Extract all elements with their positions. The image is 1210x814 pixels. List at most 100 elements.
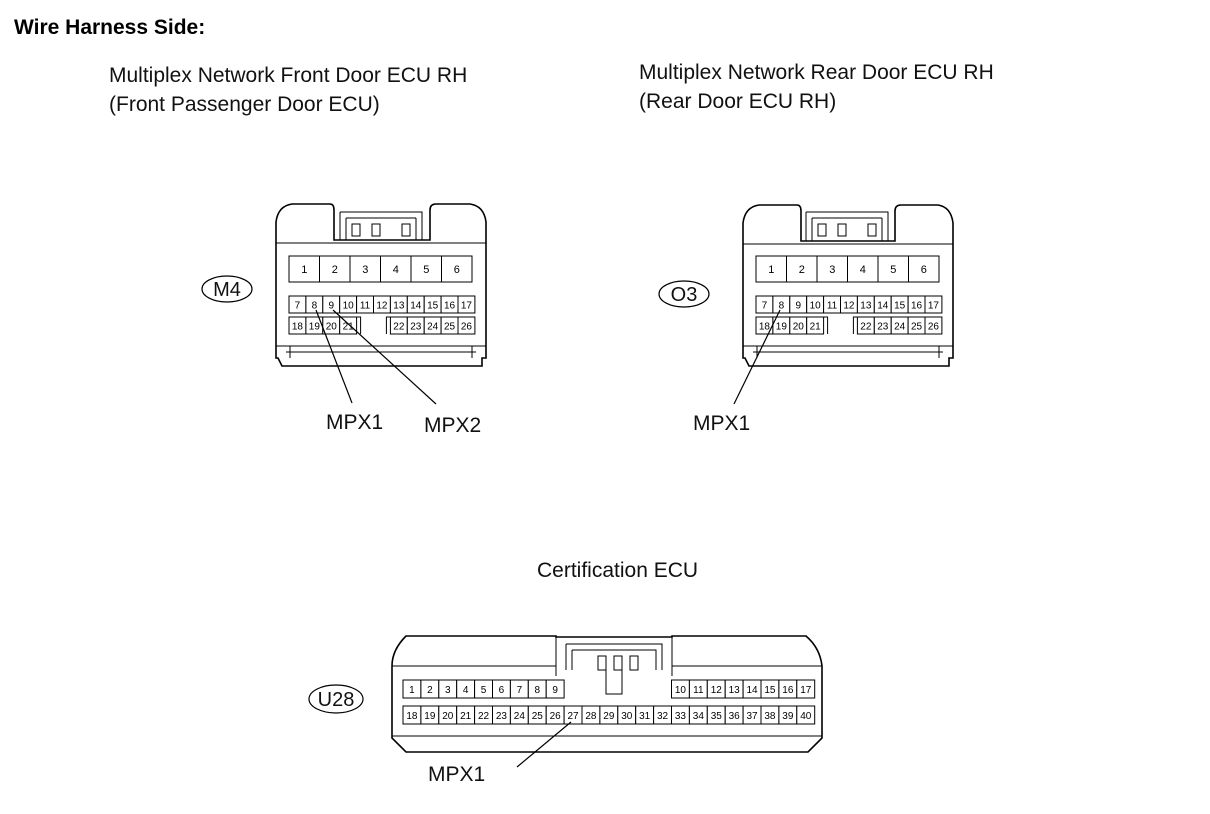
u28-pin-21: 21 <box>460 711 472 722</box>
o3-pin-11: 11 <box>827 301 838 312</box>
u28-pin-40: 40 <box>800 711 812 722</box>
u28-pin-13: 13 <box>729 685 741 696</box>
u28-pin-36: 36 <box>729 711 741 722</box>
m4-pin-3: 3 <box>362 264 368 276</box>
u28-pin-20: 20 <box>442 711 454 722</box>
o3-pin-19: 19 <box>776 322 788 333</box>
u28-pin-9: 9 <box>552 685 558 696</box>
m4-pin-2: 2 <box>332 264 338 276</box>
u28-pin-37: 37 <box>746 711 758 722</box>
m4-pin-10: 10 <box>343 301 355 312</box>
m4-pin-18: 18 <box>292 322 304 333</box>
o3-pin-17-cell <box>924 295 943 314</box>
o3-pin-16: 16 <box>911 301 923 312</box>
o3-pin-6-cell <box>908 255 940 283</box>
u28-pin-25: 25 <box>532 711 544 722</box>
o3-key-notch <box>823 316 858 334</box>
connector-m4: Multiplex Network Front Door ECU RH (Fro… <box>109 64 487 437</box>
u28-pin-7: 7 <box>517 685 523 696</box>
o3-pin-2: 2 <box>799 264 805 276</box>
m4-pin-24: 24 <box>427 322 439 333</box>
m4-pin-19: 19 <box>309 322 321 333</box>
connector-o3-code-badge <box>658 280 710 308</box>
page-title: Wire Harness Side: <box>14 16 205 39</box>
u28-pin-12: 12 <box>711 685 723 696</box>
m4-pin-22: 22 <box>393 322 405 333</box>
m4-pin-14: 14 <box>410 301 422 312</box>
o3-pin-23: 23 <box>877 322 889 333</box>
u28-pin-15: 15 <box>764 685 776 696</box>
connector-m4-code-badge <box>201 275 253 303</box>
connector-m4-title-line2: (Front Passenger Door ECU) <box>109 93 380 116</box>
u28-pin-26: 26 <box>550 711 562 722</box>
m4-pin-21-cell <box>339 316 358 335</box>
o3-pin-4-cell <box>847 255 879 283</box>
leader-line-u28-mpx1 <box>516 721 572 768</box>
u28-pin-14: 14 <box>746 685 758 696</box>
o3-pin-6: 6 <box>921 264 927 276</box>
connector-m4-title-line1: Multiplex Network Front Door ECU RH <box>109 64 467 87</box>
m4-pin-1: 1 <box>301 264 307 276</box>
u28-pin-10: 10 <box>675 685 687 696</box>
u28-pin-6: 6 <box>499 685 505 696</box>
leader-line-m4-mpx2 <box>332 309 437 405</box>
m4-pin-15: 15 <box>427 301 439 312</box>
connector-m4-housing <box>275 203 487 367</box>
m4-pin-26-cell <box>457 316 476 335</box>
m4-key-notch <box>356 316 391 334</box>
m4-pin-20: 20 <box>326 322 338 333</box>
m4-pin-16: 16 <box>444 301 456 312</box>
o3-pin-3: 3 <box>829 264 835 276</box>
connector-u28-code: U28 <box>318 689 355 711</box>
m4-pin-6: 6 <box>454 264 460 276</box>
m4-pin-17: 17 <box>461 301 473 312</box>
u28-pin-2: 2 <box>427 685 433 696</box>
u28-pin-40-cell <box>796 705 816 725</box>
m4-pin-4-cell <box>380 255 412 283</box>
u28-pin-19: 19 <box>424 711 436 722</box>
u28-pin-17-cell <box>796 679 816 699</box>
o3-pin-18: 18 <box>759 322 771 333</box>
u28-pin-23: 23 <box>496 711 508 722</box>
u28-pin-3: 3 <box>445 685 451 696</box>
u28-pin-39: 39 <box>782 711 794 722</box>
u28-pin-32: 32 <box>657 711 669 722</box>
o3-pin-12: 12 <box>843 301 855 312</box>
u28-pin-30: 30 <box>621 711 633 722</box>
u28-pin-31: 31 <box>639 711 651 722</box>
connector-m4-code: M4 <box>213 279 241 301</box>
o3-pin-9: 9 <box>795 301 801 312</box>
m4-pin-4: 4 <box>393 264 399 276</box>
u28-pin-35: 35 <box>711 711 723 722</box>
o3-pin-1: 1 <box>768 264 774 276</box>
o3-pin-21: 21 <box>810 322 822 333</box>
o3-pin-4: 4 <box>860 264 866 276</box>
o3-pin-2-cell <box>786 255 818 283</box>
u28-pin-29: 29 <box>603 711 615 722</box>
connector-o3-housing <box>742 204 954 367</box>
u28-pin-16: 16 <box>782 685 794 696</box>
u28-pin-18: 18 <box>406 711 418 722</box>
o3-pin-10: 10 <box>810 301 822 312</box>
o3-pin-26: 26 <box>928 322 940 333</box>
signal-label-m4-mpx1: MPX1 <box>326 411 383 434</box>
signal-label-m4-mpx2: MPX2 <box>424 414 481 437</box>
o3-pin-26-cell <box>924 316 943 335</box>
leader-line-o3-mpx1 <box>733 309 781 405</box>
o3-pin-14: 14 <box>877 301 889 312</box>
u28-pin-27: 27 <box>567 711 579 722</box>
u28-pin-33: 33 <box>675 711 687 722</box>
o3-pin-17: 17 <box>928 301 940 312</box>
m4-pin-26: 26 <box>461 322 473 333</box>
m4-pin-9: 9 <box>328 301 334 312</box>
o3-pin-7: 7 <box>762 301 768 312</box>
connector-u28-latch <box>555 637 673 695</box>
m4-pin-25: 25 <box>444 322 456 333</box>
u28-pin-34: 34 <box>693 711 705 722</box>
o3-pin-5: 5 <box>890 264 896 276</box>
o3-pin-13: 13 <box>860 301 872 312</box>
